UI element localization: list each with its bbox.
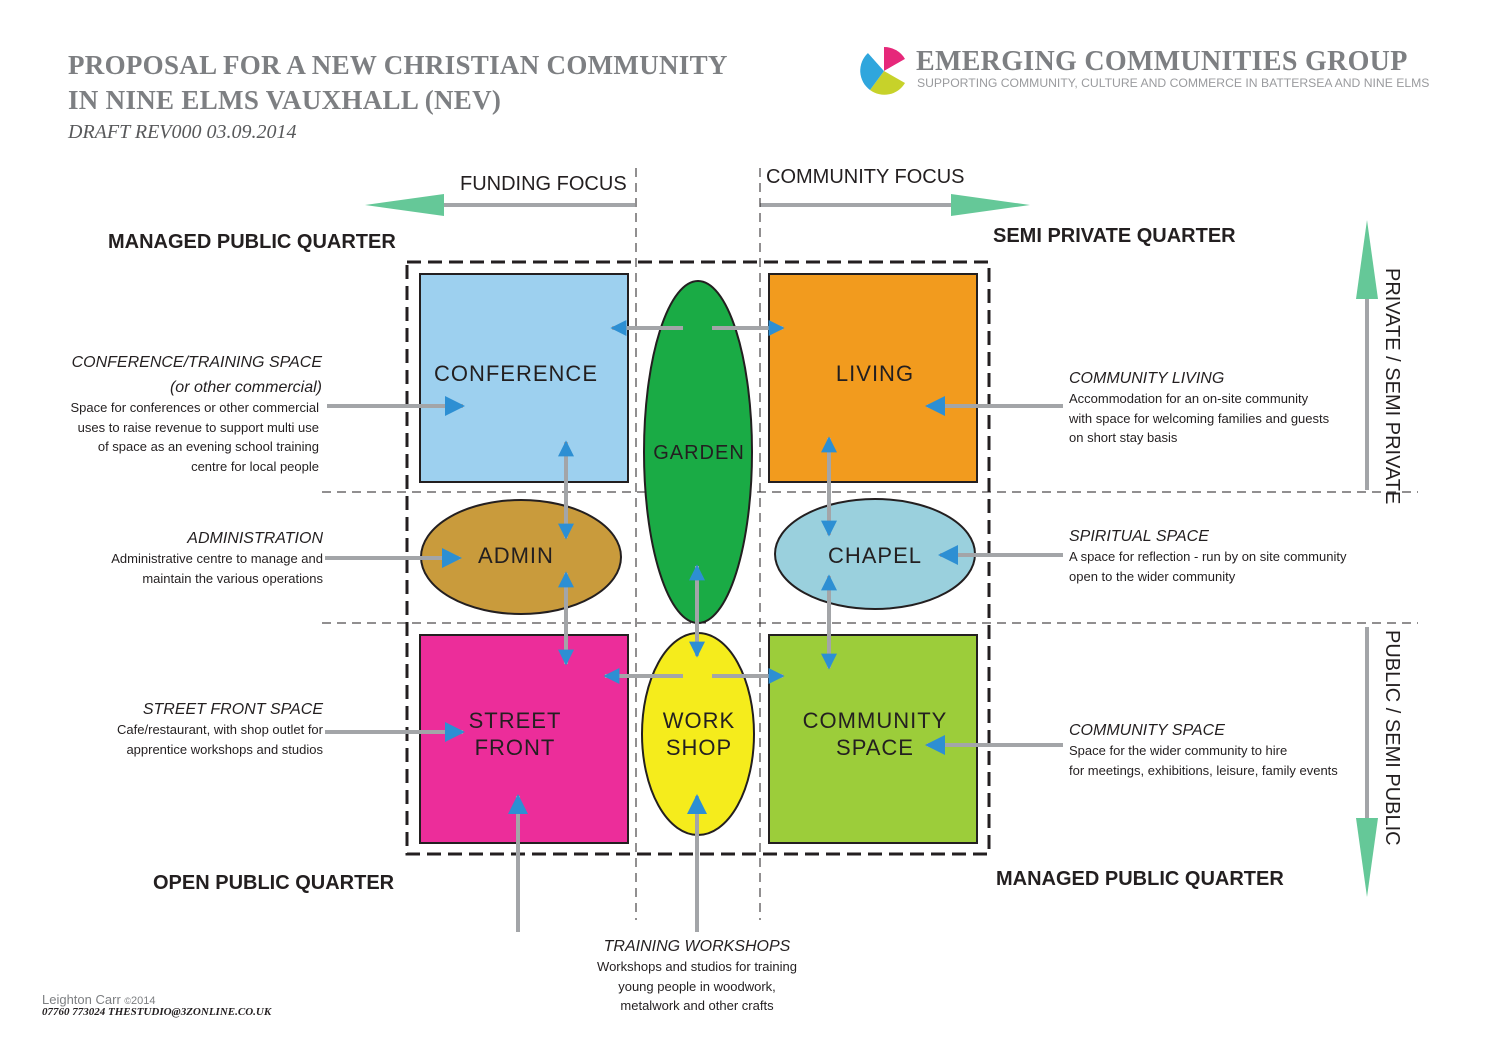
note-street-front-line: apprentice workshops and studios	[126, 741, 323, 757]
title-line-2: IN NINE ELMS VAUXHALL (NEV)	[68, 85, 502, 115]
note-community-space-title: COMMUNITY SPACE	[1069, 722, 1225, 739]
brand-name: EMERGING COMMUNITIES GROUP	[916, 46, 1408, 77]
internal-connectors	[558, 320, 837, 684]
note-conference-body: Space for conferences or other commercia…	[20, 398, 319, 476]
note-street-front-line: Cafe/restaurant, with shop outlet for	[117, 722, 323, 737]
zone-dividers	[322, 168, 1418, 920]
quarter-top-left: MANAGED PUBLIC QUARTER	[108, 231, 396, 253]
note-conference: CONFERENCE/TRAINING SPACE (or other comm…	[30, 354, 322, 397]
note-street-front-title: STREET FRONT SPACE	[142, 701, 323, 718]
copyright-icon: ©	[124, 996, 132, 1006]
community-space-label-line2: SPACE	[836, 735, 914, 760]
garden-label: GARDEN	[653, 442, 745, 464]
quarter-top-right: SEMI PRIVATE QUARTER	[993, 225, 1236, 247]
note-spiritual-line: open to the wider community	[1069, 568, 1236, 584]
quarter-bottom-right: MANAGED PUBLIC QUARTER	[996, 868, 1284, 890]
chapel-label: CHAPEL	[827, 543, 923, 568]
note-street-front-body: Cafe/restaurant, with shop outlet for ap…	[30, 720, 323, 759]
public-semi-public-label: PUBLIC / SEMI PUBLIC	[1381, 630, 1403, 846]
note-conference-line: of space as an evening school training	[97, 439, 319, 454]
note-administration-body: Administrative centre to manage and main…	[30, 549, 323, 588]
note-community-living-title: COMMUNITY LIVING	[1069, 370, 1225, 387]
note-training-line: Workshops and studios for training	[597, 959, 797, 974]
note-conference-subtitle: (or other commercial)	[169, 379, 322, 396]
public-down-arrow	[1356, 627, 1378, 897]
note-conference-line: Space for conferences or other commercia…	[70, 400, 319, 415]
note-community-space-body: Space for the wider community to hire fo…	[1069, 741, 1399, 780]
author-credit: Leighton Carr ©2014	[42, 992, 156, 1007]
note-administration-line: Administrative centre to manage and	[111, 551, 323, 566]
note-administration: ADMINISTRATION Administrative centre to …	[30, 530, 323, 588]
note-conference-title: CONFERENCE/TRAINING SPACE	[71, 354, 322, 371]
note-training: TRAINING WORKSHOPS Workshops and studios…	[564, 938, 830, 1016]
note-spiritual: SPIRITUAL SPACE A space for reflection -…	[1069, 528, 1399, 586]
credit-year: 2014	[131, 995, 156, 1007]
street-front-label-line1: STREET	[468, 708, 562, 733]
community-space-label: COMMUNITY SPACE	[769, 707, 981, 761]
note-spiritual-title: SPIRITUAL SPACE	[1069, 528, 1209, 545]
author-contact: 07760 773024 THESTUDIO@3ZONLINE.CO.UK	[42, 1006, 272, 1018]
conference-box	[419, 273, 629, 483]
note-training-line: metalwork and other crafts	[620, 998, 774, 1013]
logo-blue-segment	[860, 53, 884, 90]
funding-focus-arrow	[365, 194, 635, 216]
admin-label: ADMIN	[478, 543, 554, 568]
note-spiritual-line: A space for reflection - run by on site …	[1069, 549, 1347, 564]
workshop-label: WORK SHOP	[642, 707, 756, 761]
private-semi-private-label: PRIVATE / SEMI PRIVATE	[1381, 268, 1403, 505]
note-conference-line: centre for local people	[191, 458, 319, 474]
workshop-label-line1: WORK	[662, 708, 736, 733]
note-administration-line: maintain the various operations	[142, 570, 323, 586]
note-community-space: COMMUNITY SPACE Space for the wider comm…	[1069, 722, 1399, 780]
funding-focus-label: FUNDING FOCUS	[460, 173, 627, 195]
community-focus-label: COMMUNITY FOCUS	[766, 166, 965, 188]
note-training-body: Workshops and studios for training young…	[564, 957, 830, 1016]
living-label: LIVING	[835, 361, 915, 386]
street-front-label-line2: FRONT	[474, 735, 556, 760]
note-community-living-line: on short stay basis	[1069, 430, 1178, 445]
living-box	[768, 273, 978, 483]
workshop-label-line2: SHOP	[665, 735, 733, 760]
note-street-front: STREET FRONT SPACE Cafe/restaurant, with…	[30, 701, 323, 759]
note-conference-line: uses to raise revenue to support multi u…	[77, 419, 319, 435]
note-community-living-line: Accommodation for an on-site community	[1069, 391, 1309, 406]
community-space-label-line1: COMMUNITY	[802, 708, 948, 733]
logo-green-segment	[870, 71, 905, 95]
note-training-title: TRAINING WORKSHOPS	[603, 938, 791, 955]
note-training-line: young people in woodwork,	[618, 978, 776, 994]
logo-pink-segment	[884, 46, 905, 71]
title-line-1: PROPOSAL FOR A NEW CHRISTIAN COMMUNITY	[68, 50, 728, 80]
note-administration-title: ADMINISTRATION	[187, 530, 323, 547]
brand-logo	[860, 46, 909, 95]
note-community-space-line: Space for the wider community to hire	[1069, 743, 1288, 758]
note-community-living-line: with space for welcoming families and gu…	[1069, 410, 1330, 426]
brand-tagline: SUPPORTING COMMUNITY, CULTURE AND COMMER…	[917, 76, 1430, 90]
community-focus-arrow	[760, 194, 1030, 216]
conference-label: CONFERENCE	[433, 361, 598, 386]
note-community-living-body: Accommodation for an on-site community w…	[1069, 389, 1389, 448]
draft-revision: DRAFT REV000 03.09.2014	[68, 121, 297, 143]
private-up-arrow	[1356, 220, 1378, 490]
note-community-living: COMMUNITY LIVING Accommodation for an on…	[1069, 370, 1389, 448]
quarter-bottom-left: OPEN PUBLIC QUARTER	[153, 872, 395, 894]
note-spiritual-body: A space for reflection - run by on site …	[1069, 547, 1399, 586]
external-arrows	[325, 396, 1063, 932]
author-name: Leighton Carr	[42, 992, 121, 1007]
street-front-label: STREET FRONT	[420, 707, 610, 761]
page-title: PROPOSAL FOR A NEW CHRISTIAN COMMUNITY I…	[68, 48, 728, 118]
note-community-space-line: for meetings, exhibitions, leisure, fami…	[1069, 762, 1338, 778]
